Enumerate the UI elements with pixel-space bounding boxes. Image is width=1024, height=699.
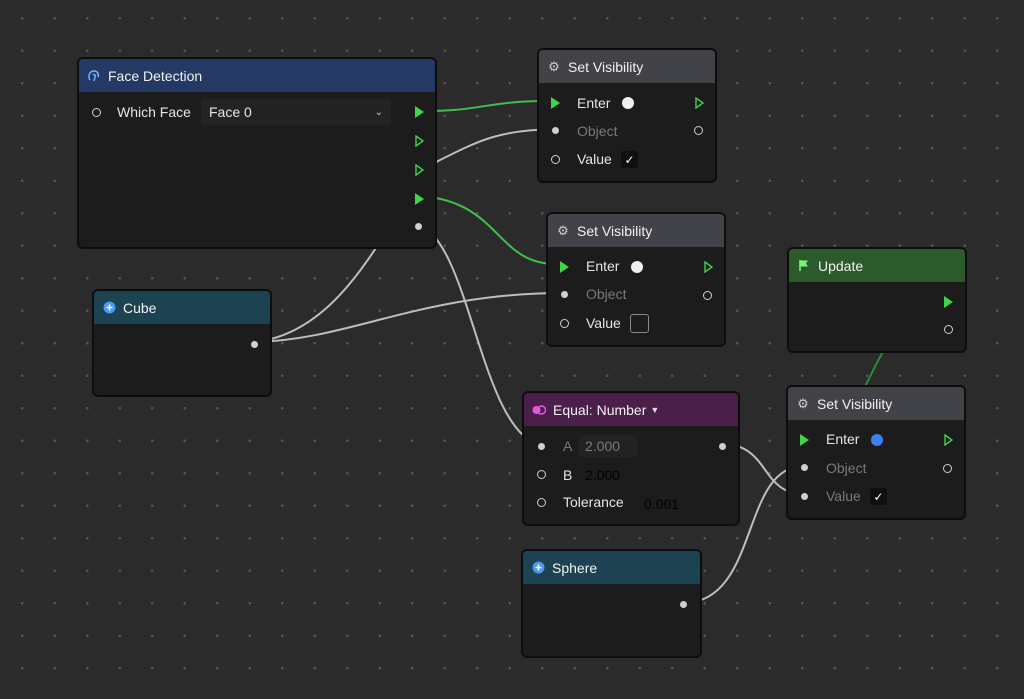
set-visibility-node-2[interactable]: ⚙ Set Visibility Enter Object Value <box>546 212 726 347</box>
tolerance-value: 0.001 <box>644 496 680 512</box>
set-visibility-1-header[interactable]: ⚙ Set Visibility <box>539 50 715 83</box>
value-label: Value <box>826 488 861 504</box>
flow-output-4[interactable] <box>415 193 424 205</box>
which-face-input-port[interactable] <box>92 108 101 117</box>
set-visibility-node-3[interactable]: ⚙ Set Visibility Enter Object Value ✓ <box>786 385 966 520</box>
equal-circles-icon <box>532 403 546 417</box>
object-output-port[interactable] <box>694 126 703 135</box>
flow-output-3[interactable] <box>415 164 424 176</box>
equal-number-title: Equal: Number <box>553 401 647 418</box>
value-input-port[interactable] <box>801 493 808 500</box>
sphere-object-output[interactable] <box>680 601 687 608</box>
update-flow-output[interactable] <box>944 296 953 308</box>
flow-output-2[interactable] <box>415 135 424 147</box>
flag-icon <box>797 259 811 273</box>
update-header[interactable]: Update <box>789 249 965 282</box>
b-label: B <box>563 467 573 483</box>
gear-icon: ⚙ <box>548 58 560 74</box>
equal-number-header[interactable]: Equal: Number ▼ <box>524 393 738 426</box>
cube-header[interactable]: Cube <box>94 291 270 324</box>
set-visibility-2-title: Set Visibility <box>577 222 653 239</box>
equal-number-node[interactable]: Equal: Number ▼ A 2.000 B 2.000 Toleranc… <box>522 391 740 526</box>
object-output-port[interactable] <box>943 464 952 473</box>
object-label: Object <box>586 286 627 302</box>
set-visibility-2-header[interactable]: ⚙ Set Visibility <box>548 214 724 247</box>
update-title: Update <box>818 257 864 274</box>
face-detection-title: Face Detection <box>108 67 203 84</box>
set-visibility-1-title: Set Visibility <box>568 58 644 75</box>
b-value: 2.000 <box>585 467 621 483</box>
object-label: Object <box>826 460 867 476</box>
b-value-field[interactable]: 2.000 <box>579 464 649 486</box>
enter-indicator-dot <box>622 97 634 109</box>
gear-icon: ⚙ <box>557 222 569 238</box>
set-visibility-3-title: Set Visibility <box>817 395 893 412</box>
set-visibility-3-header[interactable]: ⚙ Set Visibility <box>788 387 964 420</box>
a-value: 2.000 <box>585 438 621 454</box>
face-detection-header[interactable]: Face Detection <box>79 59 435 92</box>
enter-label: Enter <box>586 258 620 274</box>
flow-output-1[interactable] <box>415 106 424 118</box>
value-label: Value <box>577 151 612 167</box>
which-face-value: Face 0 <box>209 104 252 120</box>
cube-title: Cube <box>123 299 157 316</box>
face-outline-icon <box>87 69 101 83</box>
enter-label: Enter <box>577 95 611 111</box>
a-input-port[interactable] <box>538 443 545 450</box>
enter-indicator-dot <box>631 261 643 273</box>
face-data-output-port[interactable] <box>415 223 422 230</box>
update-node[interactable]: Update <box>787 247 967 353</box>
enter-input-port[interactable] <box>551 97 560 109</box>
face-detection-node[interactable]: Face Detection Which Face Face 0 ⌄ <box>77 57 437 249</box>
object-output-port[interactable] <box>703 291 712 300</box>
value-input-port[interactable] <box>560 319 569 328</box>
value-checkbox-checked[interactable]: ✓ <box>621 151 638 168</box>
tolerance-label: Tolerance <box>563 494 624 510</box>
enter-input-port[interactable] <box>800 434 809 446</box>
cube-node[interactable]: Cube <box>92 289 272 397</box>
plus-circle-icon <box>102 301 116 315</box>
update-data-output[interactable] <box>944 325 953 334</box>
set-visibility-node-1[interactable]: ⚙ Set Visibility Enter Object Value ✓ <box>537 48 717 183</box>
tolerance-value-field[interactable]: 0.001 <box>638 493 708 515</box>
enter-output-port[interactable] <box>944 434 953 446</box>
value-input-port[interactable] <box>551 155 560 164</box>
tolerance-input-port[interactable] <box>537 498 546 507</box>
object-input-port[interactable] <box>552 127 559 134</box>
data-wire-cube-to-setvis2-object <box>254 292 565 343</box>
value-checkbox-checked[interactable]: ✓ <box>870 488 887 505</box>
sphere-title: Sphere <box>552 559 598 576</box>
sphere-header[interactable]: Sphere <box>523 551 700 584</box>
which-face-dropdown[interactable]: Face 0 ⌄ <box>201 99 391 125</box>
sphere-node[interactable]: Sphere <box>521 549 702 658</box>
a-value-field[interactable]: 2.000 <box>579 435 637 457</box>
chevron-down-icon: ⌄ <box>374 106 383 118</box>
enter-indicator-dot <box>871 434 883 446</box>
plus-circle-icon <box>531 561 545 575</box>
value-checkbox-unchecked[interactable] <box>630 314 649 333</box>
gear-icon: ⚙ <box>797 395 809 411</box>
enter-label: Enter <box>826 431 860 447</box>
object-input-port[interactable] <box>801 464 808 471</box>
object-label: Object <box>577 123 618 139</box>
cube-object-output[interactable] <box>251 341 258 348</box>
value-label: Value <box>586 315 621 331</box>
enter-output-port[interactable] <box>695 97 704 109</box>
equal-result-output[interactable] <box>719 443 726 450</box>
flow-wire-face-to-setvis2 <box>435 197 557 265</box>
which-face-label: Which Face <box>117 104 191 120</box>
b-input-port[interactable] <box>537 470 546 479</box>
object-input-port[interactable] <box>561 291 568 298</box>
enter-output-port[interactable] <box>704 261 713 273</box>
flow-wire-face-to-setvis1 <box>425 100 547 112</box>
caret-down-icon[interactable]: ▼ <box>650 404 660 415</box>
a-label: A <box>563 438 573 454</box>
enter-input-port[interactable] <box>560 261 569 273</box>
